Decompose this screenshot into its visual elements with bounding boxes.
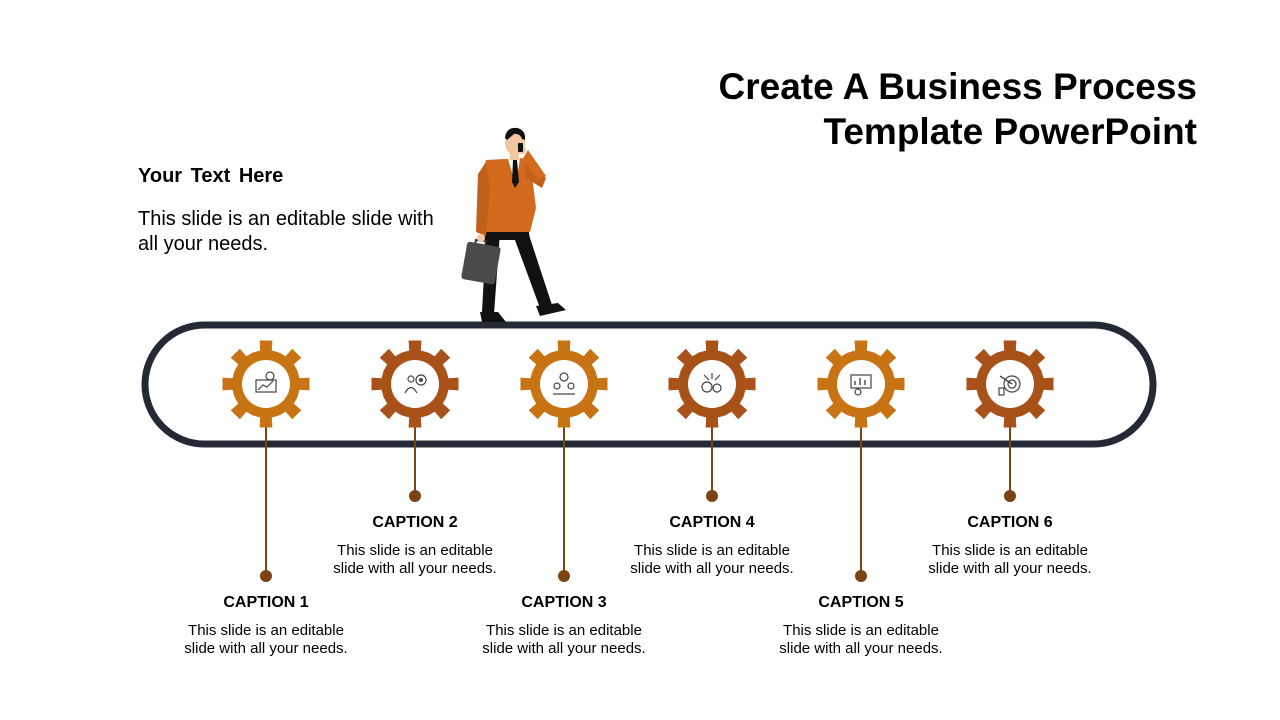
slide-title-line-2: Template PowerPoint (823, 111, 1198, 152)
gear-step-5 (817, 340, 905, 428)
caption-description-line-2: slide with all your needs. (333, 560, 497, 577)
analysis-board-icon (850, 374, 872, 396)
connector-lines (260, 424, 1016, 582)
caption-title: CAPTION 6 (967, 514, 1053, 531)
caption-description-line-2: slide with all your needs. (482, 640, 646, 657)
connector-dot (409, 490, 421, 502)
caption-title: CAPTION 2 (372, 514, 458, 531)
briefcase-icon (461, 238, 501, 285)
gear-row (222, 340, 1054, 428)
caption-description-line-2: slide with all your needs. (928, 560, 1092, 577)
caption-description-line-1: This slide is an editable (188, 622, 344, 639)
gear-center (540, 360, 588, 408)
gear-center (837, 360, 885, 408)
caption-title: CAPTION 3 (521, 594, 607, 611)
process-track (141, 321, 1157, 448)
connector-dot (1004, 490, 1016, 502)
gear-center (391, 360, 439, 408)
caption-description-line-2: slide with all your needs. (630, 560, 794, 577)
connector-dot (558, 570, 570, 582)
caption-title: CAPTION 4 (669, 514, 755, 531)
slide-title-line-1: Create A Business Process (718, 66, 1198, 107)
gear-step-1 (222, 340, 310, 428)
gear-step-2 (371, 340, 459, 428)
target-goal-icon (998, 375, 1021, 396)
businessman-illustration (461, 127, 566, 322)
caption-title: CAPTION 1 (223, 594, 309, 611)
team-idea-icon (553, 372, 575, 395)
caption-description-line-2: slide with all your needs. (779, 640, 943, 657)
caption-description-line-1: This slide is an editable (932, 542, 1088, 559)
caption-description-line-1: This slide is an editable (486, 622, 642, 639)
caption-description-line-1: This slide is an editable (337, 542, 493, 559)
intro-heading: Your Text Here (138, 165, 284, 187)
gear-center (242, 360, 290, 408)
caption-description-line-1: This slide is an editable (634, 542, 790, 559)
slide-title: Create A Business Process Template Power… (557, 64, 1198, 154)
connector-dot (260, 570, 272, 582)
caption-title: CAPTION 5 (818, 594, 904, 611)
gear-step-6 (966, 340, 1054, 428)
gear-step-3 (520, 340, 608, 428)
gear-center (986, 360, 1034, 408)
intro-body: This slide is an editable slide with all… (138, 208, 434, 255)
process-puzzle-icon (701, 373, 722, 393)
phone-icon (518, 143, 523, 152)
gear-step-4 (668, 340, 756, 428)
person-target-icon (404, 374, 427, 394)
connector-dot (706, 490, 718, 502)
caption-description-line-2: slide with all your needs. (184, 640, 348, 657)
caption-description-line-1: This slide is an editable (783, 622, 939, 639)
growth-chart-gear-icon (255, 371, 277, 393)
gear-center (688, 360, 736, 408)
connector-dot (855, 570, 867, 582)
